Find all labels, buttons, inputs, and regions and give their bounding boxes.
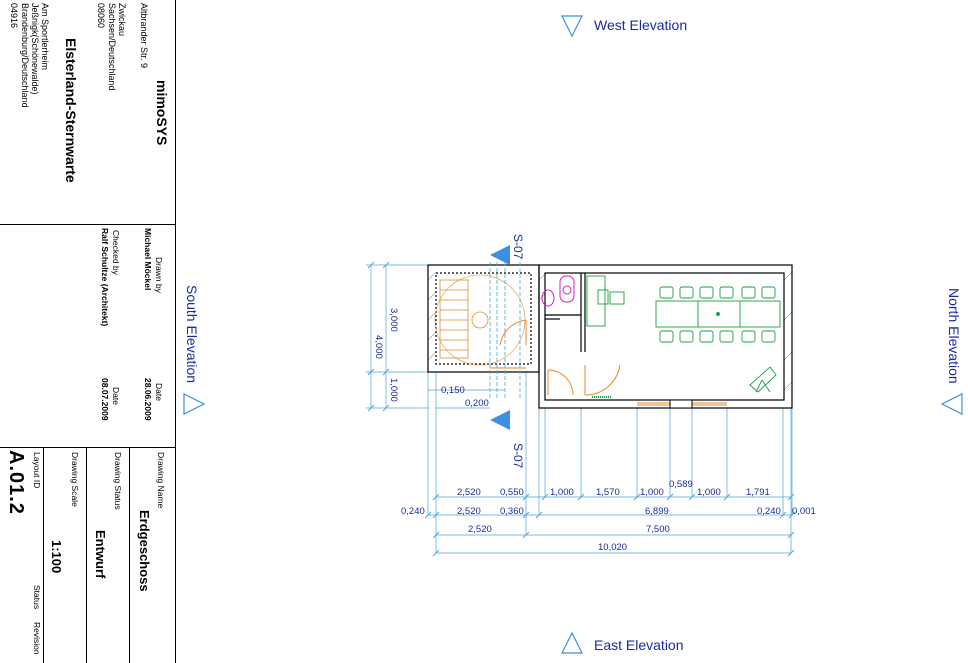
dim-row1-1: 0,550 [500,487,524,498]
dim-row1-5: 0,589 [669,479,693,490]
north-elevation-marker-icon [940,393,963,415]
dim-row1-3: 1,570 [596,487,620,498]
dim-row2-3: 6,899 [645,506,669,517]
dim-row3-0: 2,520 [468,524,492,535]
furniture [586,275,781,398]
dim-vertical-upper: 3,000 [388,308,399,332]
title-block-divider [0,447,175,448]
west-elevation-label: West Elevation [594,17,688,33]
dimension-ticks [367,261,796,557]
dim-row1-0: 2,520 [457,487,481,498]
title-block-divider [86,447,87,663]
east-elevation-label: East Elevation [594,637,684,653]
dim-row2-1: 2,520 [457,506,481,517]
section-band [489,262,521,400]
wall-pier [669,399,693,409]
dim-row4: 10,020 [598,542,627,553]
dim-row2-0: 0,240 [401,506,425,517]
dim-row1-6: 1,000 [697,487,721,498]
west-elevation-marker-icon [561,15,583,38]
south-elevation-marker-icon [183,393,206,415]
walls [427,264,793,409]
dim-vertical-total: 4,000 [373,335,384,359]
dim-row1-7: 1,791 [746,487,770,498]
east-elevation-marker-icon [561,631,583,654]
section-label-top: S-07 [511,234,525,260]
dimension-lines [366,264,793,554]
title-block-divider [129,447,130,663]
section-marker-top-icon [490,245,510,265]
doors [499,319,621,396]
dim-wall-b: 0,200 [465,398,489,409]
windows [490,367,727,406]
dim-wall-a: 0,150 [441,385,465,396]
dim-row2-2: 0,360 [500,506,524,517]
dim-row1-2: 1,000 [550,487,574,498]
dim-row3-1: 7,500 [646,524,670,535]
section-label-bottom: S-07 [511,443,525,469]
title-block: mimoSYS Altbrander Str. 9 Zwickau Sachse… [0,0,176,663]
dim-row1-4: 1,000 [640,487,664,498]
title-block-divider [0,224,175,225]
title-block-divider [43,447,44,663]
dim-row2-4: 0,240 [757,506,781,517]
sanitary [541,275,575,307]
dim-row2-5: 0,001 [792,506,816,517]
section-marker-bottom-icon [490,410,510,430]
dim-vertical-lower: 1,000 [388,378,399,402]
